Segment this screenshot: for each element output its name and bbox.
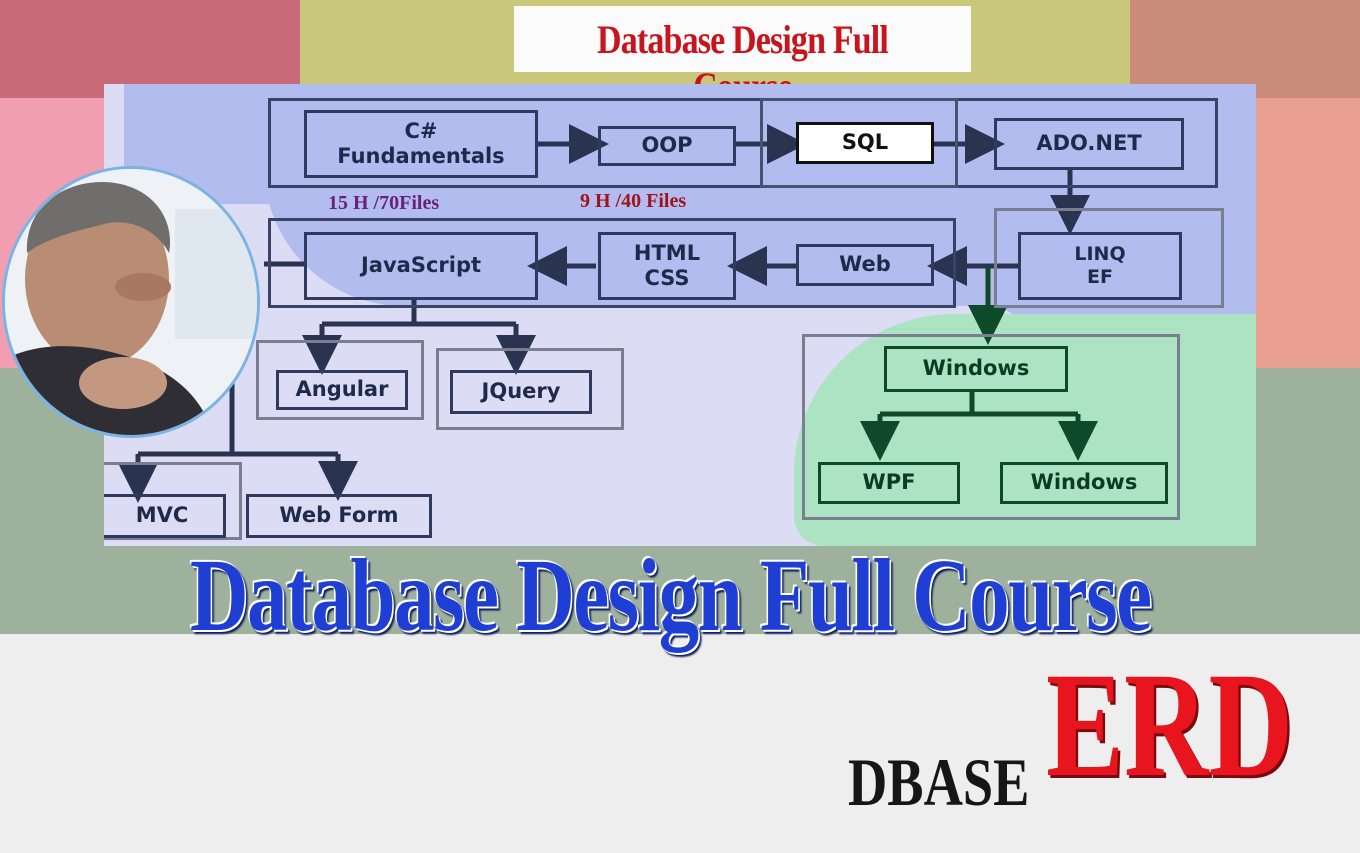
- blue-region-top: [124, 84, 1256, 204]
- hours-label-left: 15 H /70Files: [328, 192, 440, 214]
- sql-highlight-frame: [760, 98, 958, 188]
- windows-frame: [802, 334, 1180, 520]
- node-windows[interactable]: Windows: [884, 346, 1068, 392]
- node-web[interactable]: Web: [796, 244, 934, 286]
- node-ado-net[interactable]: ADO.NET: [994, 118, 1184, 170]
- background-band-top-left: [0, 0, 300, 98]
- connector-arrows: [118, 124, 1098, 503]
- node-angular[interactable]: Angular: [276, 370, 408, 410]
- background-band-bottom: [0, 634, 1360, 853]
- node-jquery[interactable]: JQuery: [450, 370, 592, 414]
- dbase-label: DBASE: [848, 744, 1030, 820]
- node-wpf[interactable]: WPF: [818, 462, 960, 504]
- node-csharp-fundamentals[interactable]: C# Fundamentals: [304, 110, 538, 178]
- node-javascript[interactable]: JavaScript: [304, 232, 538, 300]
- erd-label: ERD: [1046, 642, 1294, 808]
- node-sql[interactable]: SQL: [796, 122, 934, 164]
- background-band-top-right: [1130, 0, 1360, 98]
- title-banner: Database Design Full Course: [514, 6, 971, 109]
- learning-path-diagram: C# Fundamentals OOP SQL ADO.NET LINQ EF …: [104, 84, 1256, 546]
- presenter-photo: [5, 169, 257, 435]
- node-linq-ef[interactable]: LINQ EF: [1018, 232, 1182, 300]
- node-html-css[interactable]: HTML CSS: [598, 232, 736, 300]
- main-title: Database Design Full Course: [190, 538, 1152, 653]
- presenter-avatar: [2, 166, 260, 438]
- angular-frame: [256, 340, 424, 420]
- mvc-frame: [104, 462, 242, 540]
- web-track-frame: [268, 218, 956, 308]
- blue-region-right: [964, 194, 1256, 324]
- jquery-frame: [436, 348, 624, 430]
- hours-label-right: 9 H /40 Files: [580, 190, 687, 212]
- node-mvc[interactable]: MVC: [104, 494, 226, 538]
- node-windows-forms[interactable]: Windows: [1000, 462, 1168, 504]
- node-web-form[interactable]: Web Form: [246, 494, 432, 538]
- linq-frame: [994, 208, 1224, 308]
- node-oop[interactable]: OOP: [598, 126, 736, 166]
- top-track-frame: [268, 98, 1218, 188]
